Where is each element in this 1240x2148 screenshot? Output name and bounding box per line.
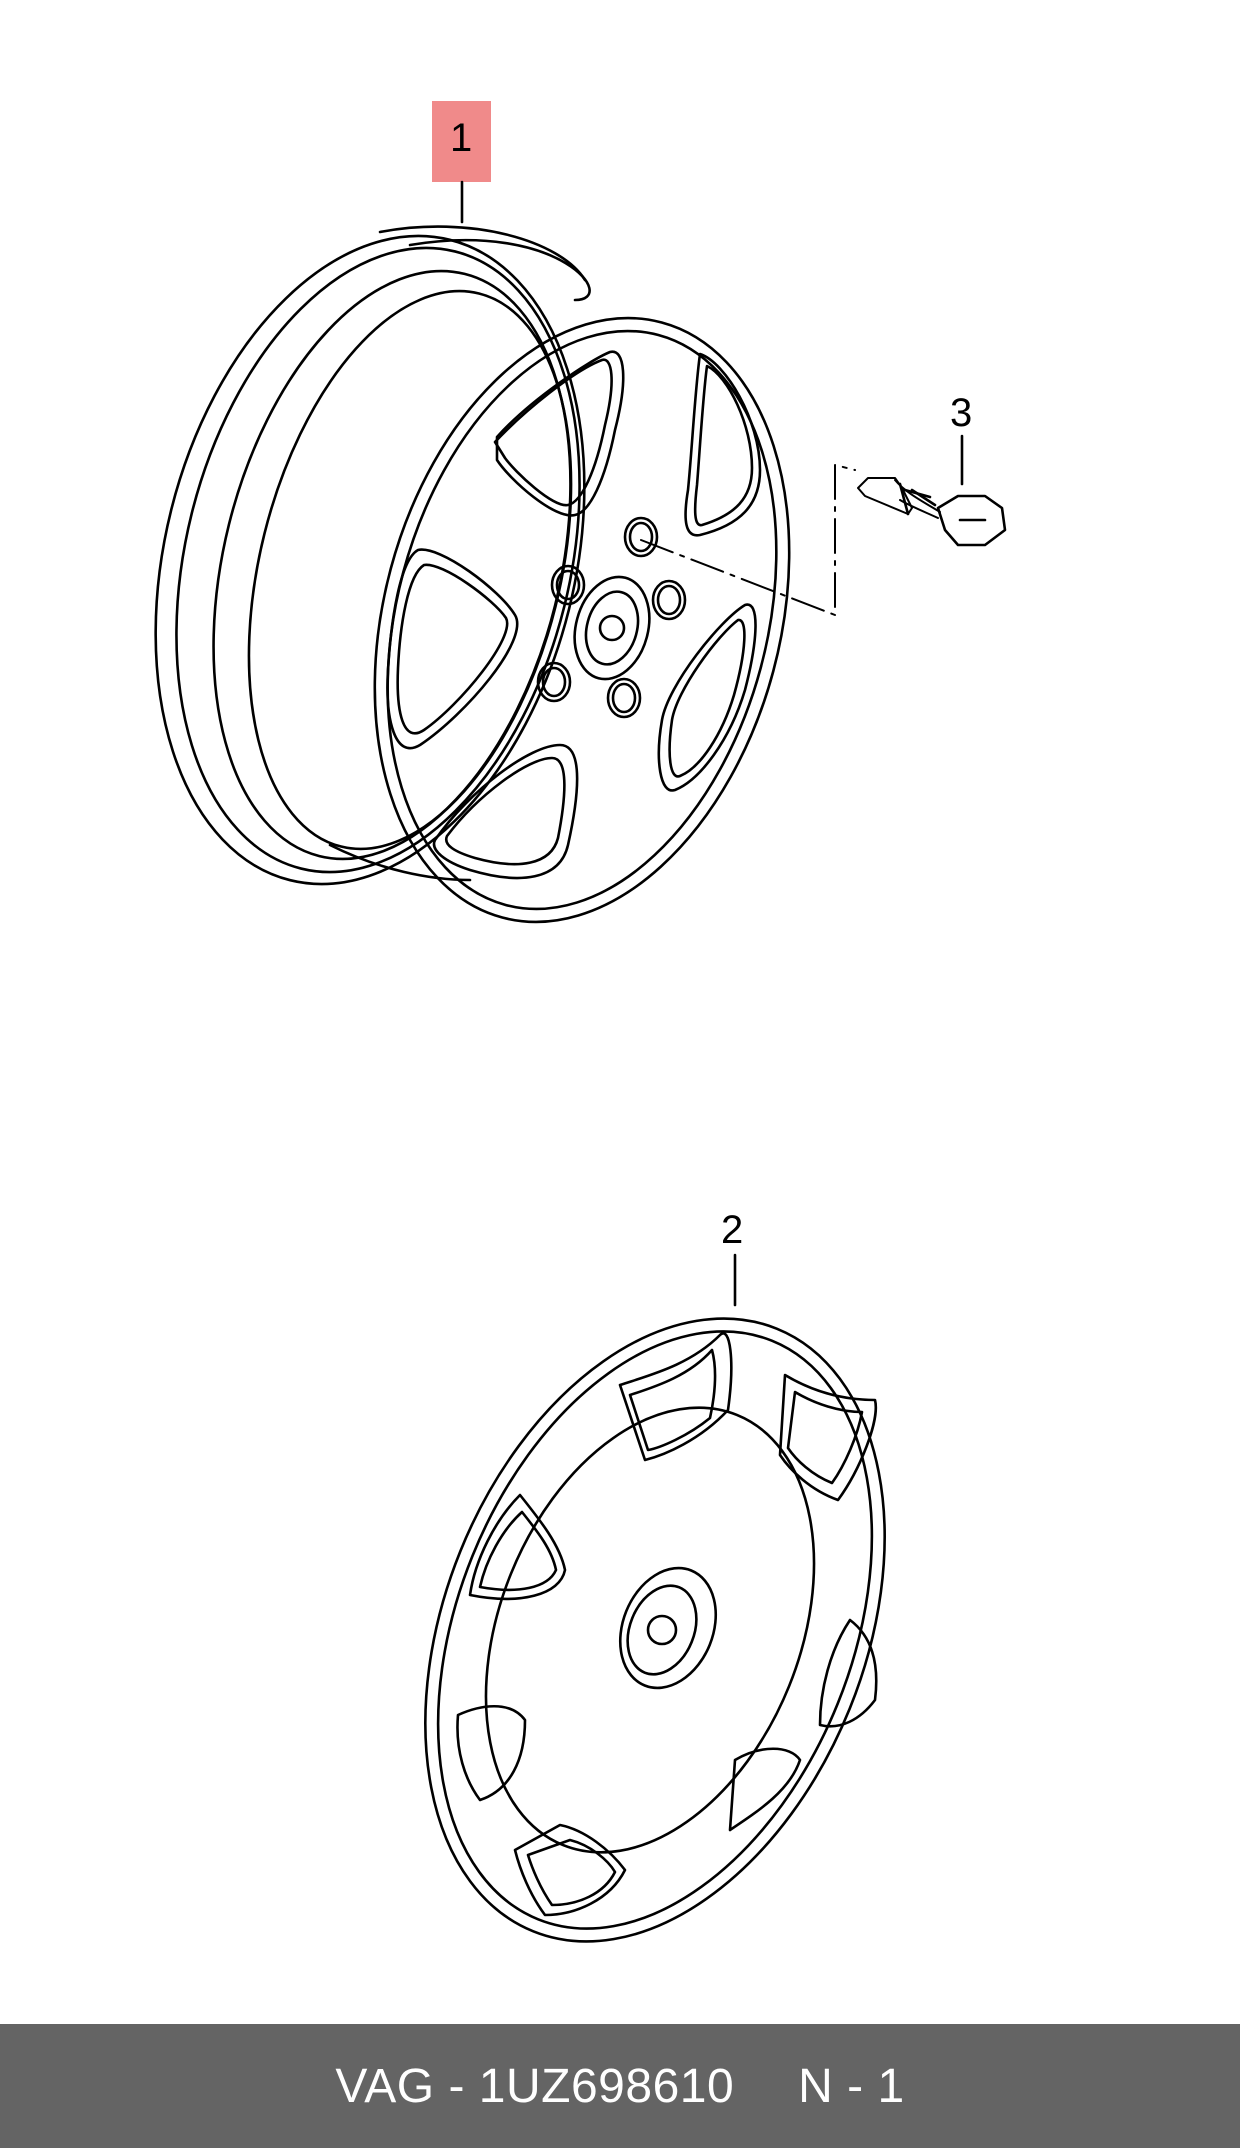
hubcap[interactable] <box>339 1250 972 2010</box>
hubcap-center-disc <box>484 1406 816 1854</box>
lug-hole <box>606 677 642 719</box>
footer-part-number: 1UZ698610 <box>478 2059 735 2113</box>
lug-hole <box>536 661 572 703</box>
lug-hole <box>550 564 586 606</box>
footer-separator: - <box>448 2059 465 2113</box>
callout-2-label[interactable]: 2 <box>721 1208 744 1252</box>
hubcap-center-logo <box>618 1566 718 1690</box>
hubcap-outer <box>424 1317 886 1943</box>
callout-1-label[interactable]: 1 <box>450 116 473 160</box>
wheel-center-logo <box>573 575 651 681</box>
footer-note: N - 1 <box>798 2059 905 2113</box>
lug-hole <box>651 579 687 621</box>
footer-bar: VAG - 1UZ698610 N - 1 <box>0 2024 1240 2148</box>
callout-1-highlight <box>432 101 491 182</box>
parts-diagram: 1 2 3 <box>91 101 1007 2010</box>
wheel-bolt[interactable] <box>857 477 1007 547</box>
lug-hole <box>623 516 659 558</box>
footer-brand: VAG <box>335 2059 435 2113</box>
callout-3-label[interactable]: 3 <box>950 391 973 435</box>
assembly-line <box>640 464 856 616</box>
rim-front-outer <box>373 316 791 924</box>
wheel-rim[interactable] <box>91 190 853 969</box>
